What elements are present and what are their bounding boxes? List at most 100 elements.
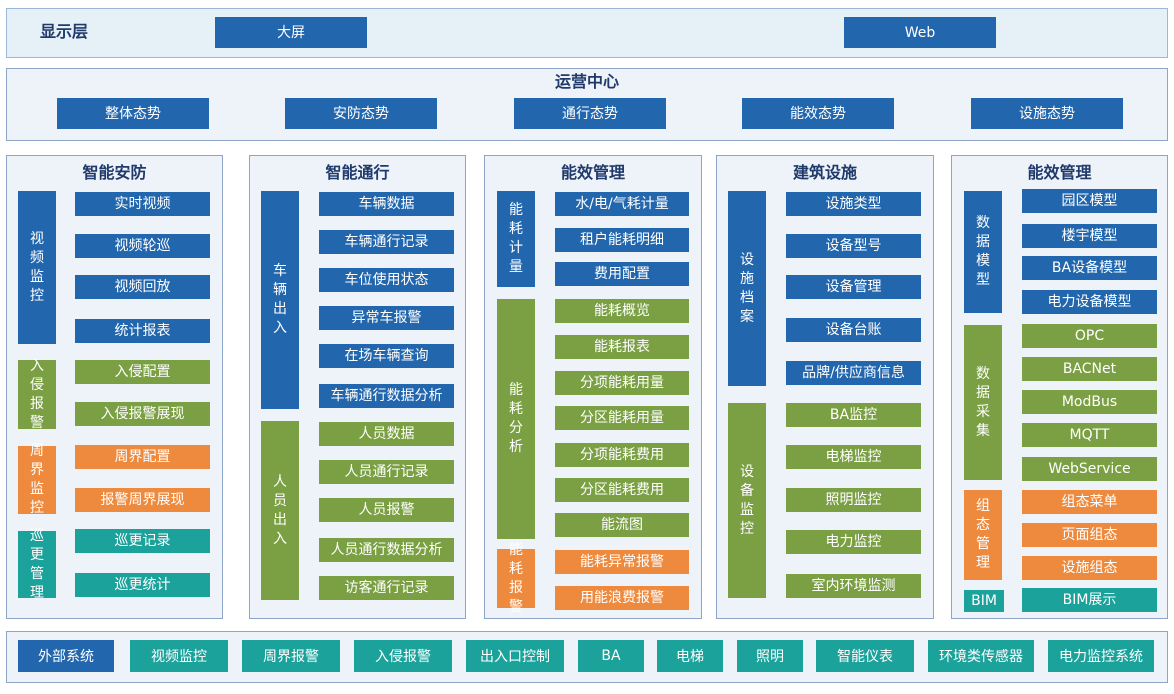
energy2-item[interactable]: ModBus	[1022, 390, 1157, 414]
traffic-item[interactable]: 人员报警	[319, 498, 454, 522]
facility-group-label-text: 设备监控	[740, 463, 754, 537]
energy2-item[interactable]: BACNet	[1022, 357, 1157, 381]
energy2-item[interactable]: MQTT	[1022, 423, 1157, 447]
facility-item[interactable]: 照明监控	[786, 488, 921, 512]
external-item[interactable]: 入侵报警	[354, 640, 452, 672]
external-item[interactable]: 环境类传感器	[928, 640, 1034, 672]
ops-center-title: 运营中心	[554, 72, 619, 91]
facility-item[interactable]: 设备型号	[786, 234, 921, 258]
facility-item[interactable]: 品牌/供应商信息	[786, 361, 921, 385]
external-item[interactable]: BA	[578, 640, 644, 672]
energy2-group-label: 数据模型	[964, 191, 1002, 313]
traffic-item[interactable]: 车辆通行数据分析	[319, 384, 454, 408]
energy-item[interactable]: 用能浪费报警	[555, 586, 689, 610]
energy2-group-label-text: 数据模型	[976, 215, 990, 288]
energy-item[interactable]: 分项能耗费用	[555, 443, 689, 467]
energy2-group-label-text: 组态管理	[976, 498, 990, 571]
traffic-item[interactable]: 车辆通行记录	[319, 230, 454, 254]
energy-item[interactable]: 租户能耗明细	[555, 228, 689, 252]
facility-item[interactable]: 设备管理	[786, 275, 921, 299]
facility-item[interactable]: 设施类型	[786, 192, 921, 216]
energy-item[interactable]: 分区能耗用量	[555, 406, 689, 430]
ops-item[interactable]: 设施态势	[971, 98, 1123, 129]
security-item[interactable]: 统计报表	[75, 319, 210, 343]
external-item[interactable]: 出入口控制	[466, 640, 564, 672]
energy2-group-label-text: 数据采集	[976, 365, 990, 439]
ops-item[interactable]: 能效态势	[742, 98, 894, 129]
security-item[interactable]: 入侵报警展现	[75, 402, 210, 426]
energy-item[interactable]: 能耗报表	[555, 335, 689, 359]
energy2-group-label-text: BIM	[971, 593, 997, 609]
energy2-item[interactable]: OPC	[1022, 324, 1157, 348]
energy-item[interactable]: 水/电/气耗计量	[555, 192, 689, 216]
energy2-item[interactable]: WebService	[1022, 457, 1157, 481]
display-item-web[interactable]: Web	[844, 17, 996, 48]
traffic-item[interactable]: 访客通行记录	[319, 576, 454, 600]
traffic-group-label: 人员出入	[261, 421, 299, 600]
security-group-label-text: 视频监控	[30, 230, 44, 304]
traffic-group-label-text: 人员出入	[273, 473, 287, 547]
energy2-item[interactable]: 楼宇模型	[1022, 224, 1157, 248]
traffic-item[interactable]: 人员数据	[319, 422, 454, 446]
security-item[interactable]: 报警周界展现	[75, 488, 210, 512]
facility-item[interactable]: 电梯监控	[786, 445, 921, 469]
external-item[interactable]: 照明	[737, 640, 803, 672]
energy2-item[interactable]: 页面组态	[1022, 523, 1157, 547]
energy-item[interactable]: 能流图	[555, 513, 689, 537]
energy2-item[interactable]: 设施组态	[1022, 556, 1157, 580]
security-title: 智能安防	[82, 163, 147, 182]
energy-group-label-text: 能耗分析	[509, 382, 523, 455]
security-item[interactable]: 入侵配置	[75, 360, 210, 384]
external-item[interactable]: 视频监控	[130, 640, 228, 672]
display-item-bigscreen[interactable]: 大屏	[215, 17, 367, 48]
energy-item[interactable]: 费用配置	[555, 262, 689, 286]
energy2-title: 能效管理	[1027, 163, 1092, 182]
energy-title: 能效管理	[560, 163, 625, 182]
energy2-group-label: BIM	[964, 590, 1004, 612]
facility-item[interactable]: 室内环境监测	[786, 574, 921, 598]
energy2-item[interactable]: BA设备模型	[1022, 256, 1157, 280]
security-group-label: 周界监控	[18, 443, 56, 516]
external-label: 外部系统	[18, 640, 114, 672]
energy2-item[interactable]: 组态菜单	[1022, 490, 1157, 514]
energy2-item[interactable]: 园区模型	[1022, 189, 1157, 213]
external-item[interactable]: 电力监控系统	[1048, 640, 1154, 672]
facility-group-label: 设备监控	[728, 403, 766, 598]
energy2-item[interactable]: BIM展示	[1022, 588, 1157, 612]
energy-item[interactable]: 能耗概览	[555, 299, 689, 323]
energy-group-label: 能耗分析	[497, 299, 535, 539]
energy2-item[interactable]: 电力设备模型	[1022, 290, 1157, 314]
energy-item[interactable]: 分区能耗费用	[555, 478, 689, 502]
security-group-label: 巡更管理	[18, 528, 56, 601]
ops-item[interactable]: 通行态势	[514, 98, 666, 129]
traffic-item[interactable]: 人员通行数据分析	[319, 538, 454, 562]
traffic-item[interactable]: 异常车报警	[319, 306, 454, 330]
security-group-label: 入侵报警	[18, 358, 56, 431]
security-item[interactable]: 视频轮巡	[75, 234, 210, 258]
traffic-item[interactable]: 人员通行记录	[319, 460, 454, 484]
external-item[interactable]: 电梯	[657, 640, 723, 672]
energy-item[interactable]: 能耗异常报警	[555, 550, 689, 574]
security-group-label-text: 入侵报警	[30, 357, 44, 431]
ops-item[interactable]: 安防态势	[285, 98, 437, 129]
ops-item[interactable]: 整体态势	[57, 98, 209, 129]
facility-item[interactable]: 设备台账	[786, 318, 921, 342]
security-item[interactable]: 视频回放	[75, 275, 210, 299]
energy-group-label-text: 能耗计量	[509, 202, 523, 275]
security-item[interactable]: 周界配置	[75, 445, 210, 469]
traffic-item[interactable]: 在场车辆查询	[319, 344, 454, 368]
traffic-item[interactable]: 车位使用状态	[319, 268, 454, 292]
external-item[interactable]: 智能仪表	[816, 640, 914, 672]
traffic-item[interactable]: 车辆数据	[319, 192, 454, 216]
energy-item[interactable]: 分项能耗用量	[555, 371, 689, 395]
external-item[interactable]: 周界报警	[242, 640, 340, 672]
security-group-label: 视频监控	[18, 191, 56, 344]
security-group-label-text: 巡更管理	[30, 527, 44, 601]
security-item[interactable]: 巡更记录	[75, 529, 210, 553]
security-item[interactable]: 实时视频	[75, 192, 210, 216]
security-item[interactable]: 巡更统计	[75, 573, 210, 597]
facility-item[interactable]: BA监控	[786, 403, 921, 427]
facility-item[interactable]: 电力监控	[786, 530, 921, 554]
facility-group-label-text: 设施档案	[740, 251, 754, 325]
security-group-label-text: 周界监控	[30, 443, 44, 516]
